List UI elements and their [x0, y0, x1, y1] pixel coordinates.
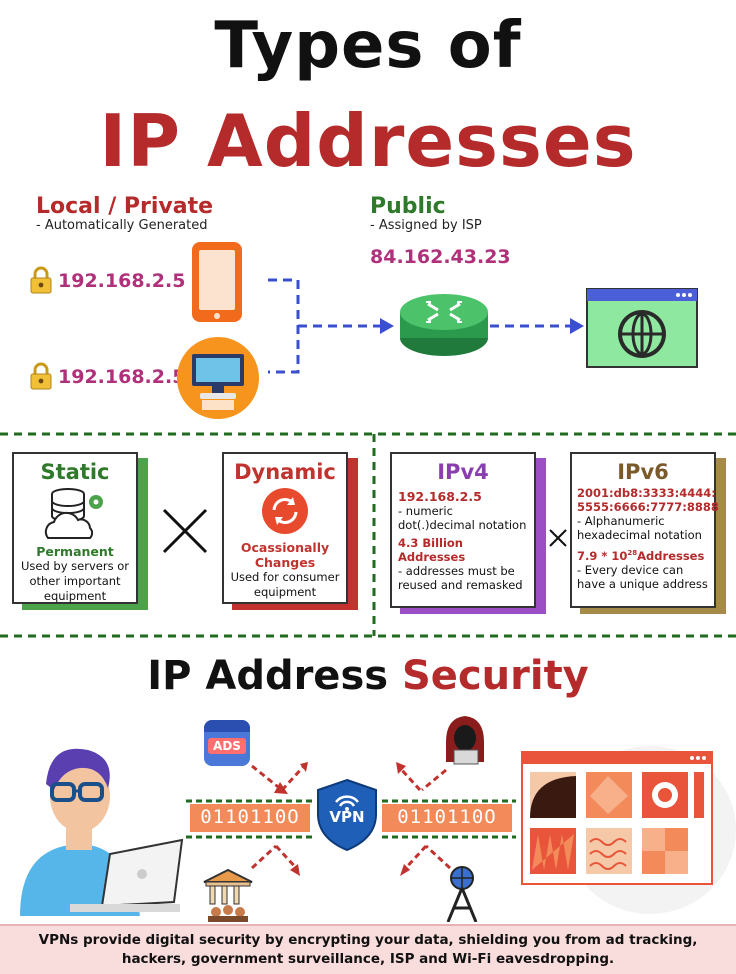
public-heading: Public	[370, 194, 446, 219]
ipv4-example: 192.168.2.5	[398, 489, 482, 504]
ads-label: ADS	[208, 738, 246, 754]
data-stream-borders	[186, 799, 516, 839]
static-label: Permanent	[36, 544, 114, 559]
database-cloud-icon	[44, 488, 103, 539]
ipv6-line2: hexadecimal notation	[577, 528, 702, 542]
binary-left: 0110110O	[200, 806, 300, 828]
ipv6-line1: - Alphanumeric	[577, 514, 665, 528]
network-connectors	[268, 278, 584, 374]
refresh-icon	[262, 488, 308, 534]
ipv6-line4: have a unique address	[577, 576, 708, 591]
cross-icon	[162, 508, 208, 554]
hacker-icon	[446, 716, 484, 765]
ipv4-highlight: 4.3 Billion Addresses	[398, 536, 466, 564]
static-title: Static	[40, 460, 110, 484]
smartphone-icon	[192, 242, 242, 322]
internet-globe-icon	[586, 288, 698, 368]
lock-icon	[30, 266, 52, 294]
wifi-tower-icon	[446, 866, 478, 922]
public-subtitle: - Assigned by ISP	[370, 218, 482, 233]
public-ip: 84.162.43.23	[370, 246, 511, 268]
dynamic-label-1: Ocassionally	[240, 540, 330, 555]
local-subtitle: - Automatically Generated	[36, 218, 208, 233]
footer-banner: VPNs provide digital security by encrypt…	[0, 924, 736, 974]
ipv4-title: IPv4	[437, 460, 489, 484]
ipv4-card: IPv4 192.168.2.5 - numeric dot(.)decimal…	[390, 452, 536, 608]
dynamic-label-2: Changes	[254, 555, 316, 570]
ipv6-example-1: 2001:db8:3333:4444:	[577, 486, 716, 500]
footer-line-2: hackers, government surveillance, ISP an…	[121, 951, 615, 967]
local-heading: Local / Private	[36, 194, 214, 219]
binary-right: 0110110O	[397, 806, 497, 828]
lock-icon	[30, 362, 52, 390]
cross-icon	[549, 529, 567, 547]
vpn-shield-icon	[317, 778, 377, 852]
desktop-computer-icon	[177, 337, 259, 419]
router-icon	[400, 294, 488, 356]
data-stream-right	[382, 804, 512, 832]
static-desc-1: Used by servers or	[20, 559, 129, 573]
ipv6-example-2: 5555:6666:7777:8888	[577, 500, 719, 514]
local-ip-computer: 192.168.2.5	[58, 366, 186, 388]
dynamic-title: Dynamic	[234, 460, 336, 484]
ipv6-card: IPv6 2001:db8:3333:4444: 5555:6666:7777:…	[570, 452, 719, 608]
data-stream-left	[190, 804, 310, 832]
static-desc-3: equipment	[43, 589, 107, 603]
local-ip-phone: 192.168.2.5	[58, 270, 186, 292]
web-content-window	[521, 746, 736, 914]
ipv4-line3: - addresses must be	[398, 564, 515, 578]
ipv4-line4: reused and remasked	[398, 578, 523, 592]
footer-line-1: VPNs provide digital security by encrypt…	[38, 932, 698, 948]
user-laptop-illustration	[20, 748, 184, 916]
ipv6-line3: - Every device can	[577, 562, 684, 577]
government-building-icon	[203, 868, 253, 922]
static-card: Static Permanent Used by servers or othe…	[12, 452, 138, 604]
title-line1: Types of	[214, 9, 522, 83]
dynamic-desc-2: equipment	[253, 585, 317, 599]
ipv6-highlight: 7.9 * 1028Addresses	[577, 548, 705, 563]
vpn-label: VPN	[329, 808, 365, 826]
dynamic-card: Dynamic Ocassionally Changes Used for co…	[222, 452, 348, 604]
dynamic-desc-1: Used for consumer	[230, 570, 340, 584]
security-title: IP Address Security	[147, 653, 589, 699]
ipv4-line1: - numeric	[398, 504, 453, 518]
title-line2: IP Addresses	[99, 99, 637, 183]
ipv4-line2: dot(.)decimal notation	[398, 518, 527, 532]
ipv6-title: IPv6	[617, 460, 669, 484]
static-desc-2: other important	[29, 574, 121, 588]
